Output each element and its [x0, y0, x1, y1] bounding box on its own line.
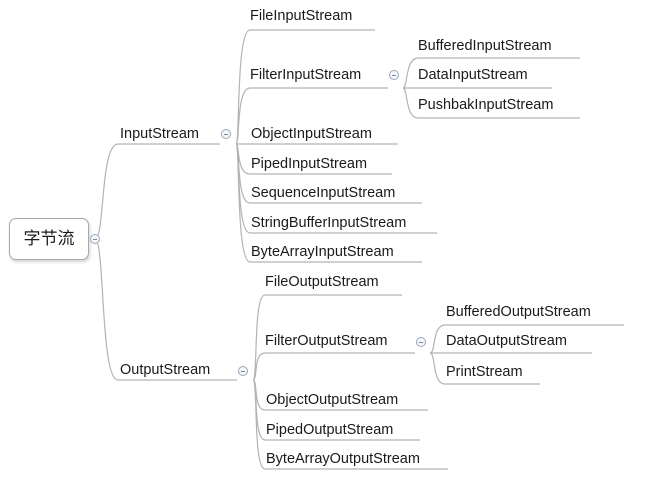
node-outputstream[interactable]: OutputStream: [120, 362, 211, 378]
collapse-inputstream-icon[interactable]: [221, 129, 231, 139]
node-inputstream[interactable]: InputStream: [120, 126, 199, 142]
node-stringbufferinputstream[interactable]: StringBufferInputStream: [251, 215, 407, 231]
node-dataoutputstream[interactable]: DataOutputStream: [446, 333, 567, 349]
node-objectoutputstream[interactable]: ObjectOutputStream: [266, 392, 399, 408]
node-pipedoutputstream[interactable]: PipedOutputStream: [266, 422, 394, 438]
node-printstream[interactable]: PrintStream: [446, 364, 523, 380]
node-pushbakinputstream[interactable]: PushbakInputStream: [418, 97, 554, 113]
collapse-filterinputstream-icon[interactable]: [389, 70, 399, 80]
node-bufferedinputstream[interactable]: BufferedInputStream: [418, 38, 552, 54]
collapse-outputstream-icon[interactable]: [238, 366, 248, 376]
collapse-filteroutputstream-icon[interactable]: [416, 337, 426, 347]
collapse-root-icon[interactable]: [90, 234, 100, 244]
node-bufferedoutputstream[interactable]: BufferedOutputStream: [446, 304, 591, 320]
root-node[interactable]: 字节流: [9, 218, 89, 260]
node-filteroutputstream[interactable]: FilterOutputStream: [265, 333, 388, 349]
node-fileinputstream[interactable]: FileInputStream: [250, 8, 353, 24]
node-filterinputstream[interactable]: FilterInputStream: [250, 67, 362, 83]
node-bytearrayinputstream[interactable]: ByteArrayInputStream: [251, 244, 394, 260]
node-bytearrayoutputstream[interactable]: ByteArrayOutputStream: [266, 451, 420, 467]
node-datainputstream[interactable]: DataInputStream: [418, 67, 528, 83]
node-pipedinputstream[interactable]: PipedInputStream: [251, 156, 368, 172]
node-sequenceinputstream[interactable]: SequenceInputStream: [251, 185, 396, 201]
node-objectinputstream[interactable]: ObjectInputStream: [251, 126, 372, 142]
node-fileoutputstream[interactable]: FileOutputStream: [265, 274, 379, 290]
